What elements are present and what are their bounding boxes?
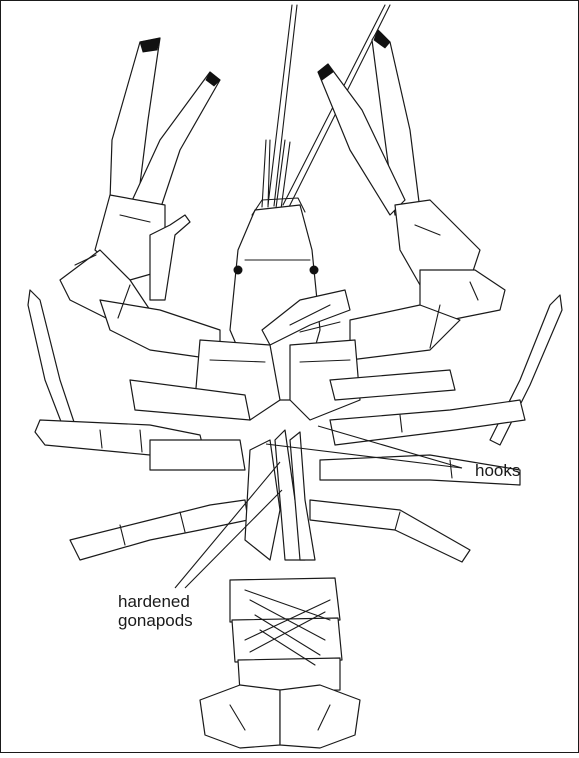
gonapods-label-line2: gonapods	[118, 611, 193, 630]
left-eye	[234, 266, 243, 275]
gonapods-label-line1: hardened	[118, 592, 190, 611]
tail-fan	[200, 685, 360, 748]
hooks-label: hooks	[475, 461, 520, 480]
gonopods	[245, 430, 315, 560]
abdomen	[230, 578, 342, 692]
left-claw	[60, 38, 220, 360]
right-eye	[310, 266, 319, 275]
